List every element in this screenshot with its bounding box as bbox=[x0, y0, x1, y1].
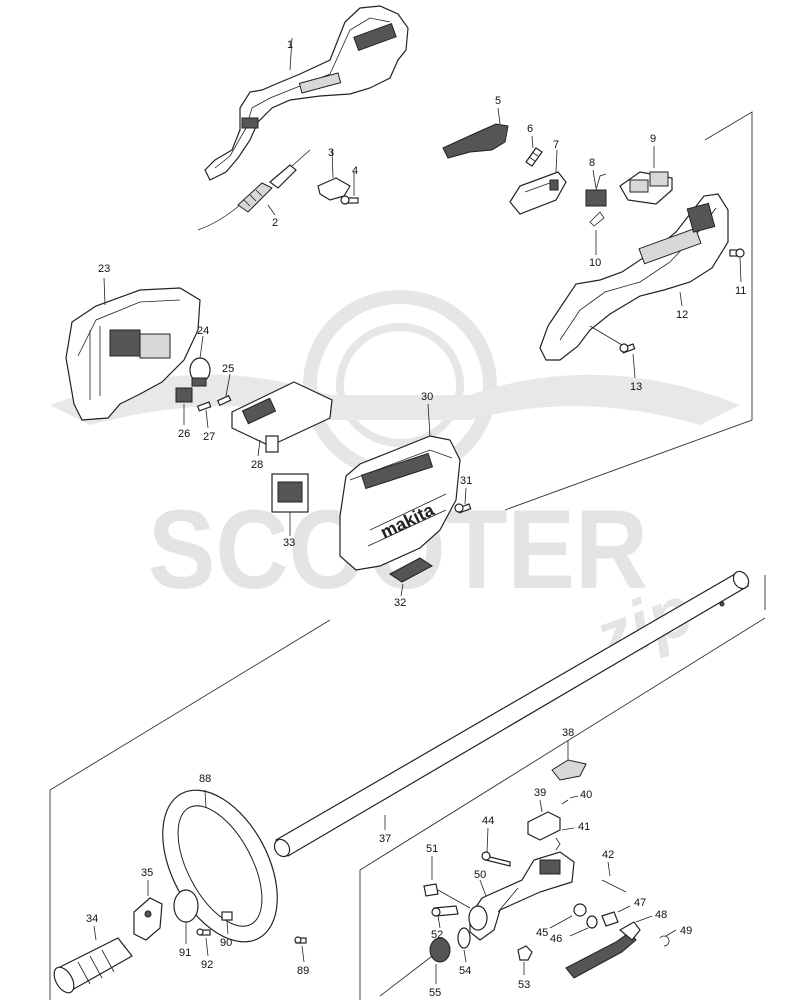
part-labels: 1 2 3 4 5 6 7 8 9 10 11 12 13 23 24 25 2… bbox=[86, 39, 746, 999]
part-46-washer bbox=[569, 915, 598, 937]
part-label: 28 bbox=[251, 459, 263, 471]
part-label: 23 bbox=[98, 263, 110, 275]
part-label: 3 bbox=[328, 147, 334, 159]
part-1-handle-housing bbox=[204, 5, 409, 181]
part-label: 26 bbox=[178, 428, 190, 440]
part-45-washer bbox=[549, 903, 587, 929]
part-53-nut bbox=[517, 945, 533, 975]
part-label: 33 bbox=[283, 537, 295, 549]
part-5-trigger bbox=[442, 107, 509, 159]
part-label: 27 bbox=[203, 431, 215, 443]
part-28-controller bbox=[231, 381, 333, 457]
part-31-screw bbox=[454, 487, 472, 514]
part-label: 54 bbox=[459, 965, 471, 977]
part-label: 88 bbox=[199, 773, 211, 785]
part-label: 37 bbox=[379, 833, 391, 845]
part-label: 34 bbox=[86, 913, 98, 925]
part-label: 52 bbox=[431, 929, 443, 941]
part-label: 46 bbox=[550, 933, 562, 945]
part-label: 55 bbox=[429, 987, 441, 999]
part-label: 41 bbox=[578, 821, 590, 833]
part-33-terminal bbox=[271, 473, 309, 536]
part-51-bolt bbox=[423, 856, 471, 909]
part-10-spring-clip bbox=[589, 211, 605, 255]
shaft-frame bbox=[49, 575, 766, 1000]
part-39-block bbox=[527, 799, 561, 841]
part-label: 47 bbox=[634, 897, 646, 909]
part-13-screw bbox=[589, 325, 636, 379]
part-54-ring bbox=[457, 927, 471, 963]
part-label: 31 bbox=[460, 475, 472, 487]
part-89-screw bbox=[294, 936, 307, 963]
part-90-nut bbox=[221, 911, 233, 935]
part-27-screw bbox=[196, 401, 212, 429]
part-38-cap bbox=[551, 740, 587, 781]
part-44-bolt bbox=[481, 827, 511, 867]
part-40-pin bbox=[561, 795, 579, 805]
part-label: 89 bbox=[297, 965, 309, 977]
part-label: 25 bbox=[222, 363, 234, 375]
part-label: 50 bbox=[474, 869, 486, 881]
part-label: 90 bbox=[220, 937, 232, 949]
part-label: 30 bbox=[421, 391, 433, 403]
part-12-handle-half bbox=[539, 193, 729, 361]
part-55-drive-shaft bbox=[379, 937, 451, 997]
part-48-lever bbox=[565, 915, 653, 979]
part-label: 4 bbox=[352, 165, 358, 177]
part-label: 9 bbox=[650, 133, 656, 145]
part-32-label bbox=[389, 557, 433, 597]
part-47-spacer bbox=[601, 905, 631, 927]
part-35-bracket bbox=[133, 880, 163, 941]
part-label: 45 bbox=[536, 927, 548, 939]
part-label: 44 bbox=[482, 815, 494, 827]
part-25-screw bbox=[216, 373, 232, 407]
part-11-screw bbox=[729, 248, 745, 283]
part-41-pin bbox=[555, 827, 575, 851]
part-label: 35 bbox=[141, 867, 153, 879]
upper-right-frame bbox=[504, 111, 753, 511]
part-9-button-pad bbox=[619, 146, 673, 205]
part-6-spring bbox=[525, 135, 543, 167]
part-label: 10 bbox=[589, 257, 601, 269]
part-52-bolt bbox=[431, 905, 459, 929]
part-24-clamp bbox=[189, 335, 211, 387]
part-label: 32 bbox=[394, 597, 406, 609]
part-37-shaft-pipe bbox=[273, 570, 750, 858]
part-label: 24 bbox=[197, 325, 209, 337]
part-34-grip bbox=[53, 925, 133, 994]
part-49-circlip bbox=[659, 929, 677, 947]
part-label: 51 bbox=[426, 843, 438, 855]
part-label: 12 bbox=[676, 309, 688, 321]
part-label: 7 bbox=[553, 139, 559, 151]
part-8-sensor bbox=[585, 169, 607, 207]
part-91-clamp-ring bbox=[173, 889, 199, 944]
part-92-screw bbox=[196, 928, 211, 957]
part-label: 11 bbox=[735, 285, 746, 297]
part-42-pin bbox=[601, 861, 627, 893]
part-88-loop-handle bbox=[162, 789, 278, 943]
part-label: 1 bbox=[287, 39, 293, 51]
part-label: 91 bbox=[179, 947, 191, 959]
part-label: 42 bbox=[602, 849, 614, 861]
part-50-clamp-body bbox=[468, 851, 575, 941]
part-label: 39 bbox=[534, 787, 546, 799]
part-4-screw bbox=[340, 172, 359, 205]
part-label: 13 bbox=[630, 381, 642, 393]
part-7-switch bbox=[509, 149, 567, 215]
part-label: 48 bbox=[655, 909, 667, 921]
part-label: 49 bbox=[680, 925, 692, 937]
part-23-motor-housing bbox=[65, 277, 201, 421]
part-label: 8 bbox=[589, 157, 595, 169]
part-label: 92 bbox=[201, 959, 213, 971]
part-label: 2 bbox=[272, 217, 278, 229]
part-26-holder bbox=[175, 387, 193, 425]
part-label: 38 bbox=[562, 727, 574, 739]
part-label: 53 bbox=[518, 979, 530, 991]
part-label: 40 bbox=[580, 789, 592, 801]
part-30-housing-cover: makita bbox=[339, 403, 461, 571]
part-2-cord bbox=[197, 149, 311, 231]
part-label: 6 bbox=[527, 123, 533, 135]
part-label: 5 bbox=[495, 95, 501, 107]
